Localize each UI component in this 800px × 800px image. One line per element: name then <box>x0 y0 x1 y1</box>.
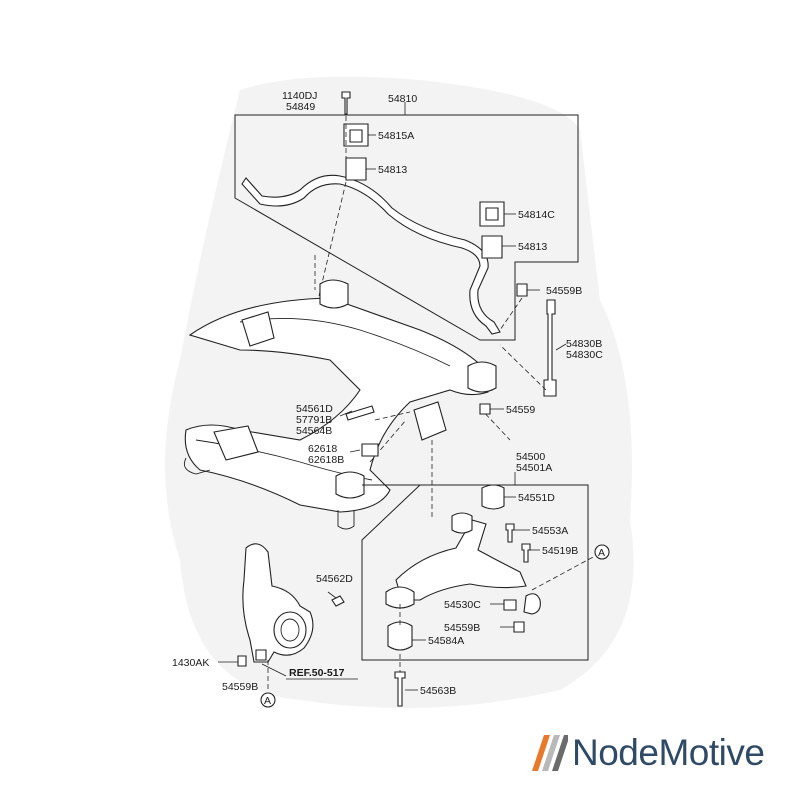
callout-54559b-arm: 54559B <box>444 622 480 634</box>
bolt-54562d <box>331 595 345 607</box>
nut-54559b-knuckle <box>255 649 267 661</box>
callout-54810: 54810 <box>388 93 417 105</box>
nut-54559b-link <box>516 283 528 297</box>
knuckle-hub-bore <box>273 611 307 649</box>
brand-logo: NodeMotive <box>528 728 765 778</box>
callout-54559: 54559 <box>506 404 535 416</box>
bracket-left <box>241 311 275 347</box>
lower-arm-group-frame <box>361 484 589 661</box>
callout-54530c: 54530C <box>444 599 481 611</box>
callout-54584a: 54584A <box>428 635 464 647</box>
subframe-rail-upper <box>239 317 451 367</box>
leader-54561d <box>339 410 353 417</box>
callout-54813-right: 54813 <box>518 241 547 253</box>
stabilizer-link <box>543 299 557 397</box>
assembly-line-ball-joint <box>531 555 596 591</box>
bushing-54584a <box>387 621 413 651</box>
assembly-line-link-top <box>499 297 523 331</box>
arm-bushing-54551d <box>481 484 505 510</box>
callout-54813-top: 54813 <box>378 164 407 176</box>
pipe-left <box>183 457 211 475</box>
leader-62618 <box>349 449 361 453</box>
assembly-line-bushing <box>317 181 347 301</box>
bushing-54813-right <box>481 235 503 259</box>
callout-54561d: 54561D <box>296 403 333 415</box>
nut-54530c <box>503 599 517 611</box>
subframe-mount-rear <box>335 471 365 499</box>
assembly-line-link-bottom <box>499 344 547 391</box>
brand-stripes-icon <box>532 735 568 771</box>
bolt-54519b <box>521 543 531 563</box>
callout-54501a: 54501A <box>516 462 552 474</box>
callout-1430ak: 1430AK <box>172 657 209 669</box>
callout-ref: REF.50-517 <box>289 667 345 679</box>
bushing-54813-top <box>345 157 367 181</box>
bushing-54815a <box>343 123 369 147</box>
leader-54562d <box>327 591 337 599</box>
arm-bracket <box>413 401 447 441</box>
callout-54815a: 54815A <box>378 130 414 142</box>
washer-62618 <box>361 443 379 457</box>
callout-54559b-knuckle: 54559B <box>222 681 258 693</box>
stabilizer-bar <box>241 174 501 335</box>
leader-ref <box>261 663 287 677</box>
nut-54559 <box>479 403 491 415</box>
subframe-crossmember <box>184 297 491 513</box>
callout-62618b: 62618B <box>308 454 344 466</box>
front-bushing <box>451 512 473 534</box>
nut-54559b-arm <box>513 621 525 633</box>
stabilizer-bar-group-frame <box>234 114 579 341</box>
callout-54849: 54849 <box>286 101 315 113</box>
callout-54551d: 54551D <box>518 492 555 504</box>
ball-joint <box>523 593 541 615</box>
leader-54830 <box>555 343 567 351</box>
callout-62618: 62618 <box>308 443 337 455</box>
rear-bushing-housing <box>385 586 415 609</box>
callout-54500: 54500 <box>516 451 545 463</box>
hook-rear <box>337 510 355 530</box>
bolt-54561d <box>345 405 375 421</box>
callout-54830b: 54830B <box>566 338 602 350</box>
callout-54519b: 54519B <box>542 545 578 557</box>
callout-57791b: 57791B <box>296 414 332 426</box>
bracket-lower <box>213 425 259 461</box>
bushing-54814c <box>479 201 505 227</box>
callout-54559b-link: 54559B <box>546 285 582 297</box>
lower-control-arm <box>395 519 527 601</box>
assembly-line-nut <box>479 407 511 441</box>
brand-name: NodeMotive <box>572 732 765 773</box>
callout-54564b: 54564B <box>296 425 332 437</box>
knuckle-hub-inner <box>280 618 300 642</box>
bolt-1430ak <box>237 655 247 667</box>
marker-a-knuckle <box>260 692 276 708</box>
marker-a-arm <box>594 544 610 560</box>
bolt-1140dj <box>341 91 351 115</box>
callout-1140dj: 1140DJ <box>282 90 317 102</box>
callout-54562d: 54562D <box>316 573 353 585</box>
marker-a-knuckle-label: A <box>264 695 271 707</box>
callout-54563b: 54563B <box>420 685 456 697</box>
callout-54814c: 54814C <box>518 209 555 221</box>
subframe-mount-right <box>467 361 497 393</box>
subframe-mount-left <box>319 279 349 309</box>
assembly-line-bolt <box>374 411 411 421</box>
callout-54553a: 54553A <box>532 525 568 537</box>
callout-54830c: 54830C <box>566 349 603 361</box>
bolt-54563b <box>394 671 406 707</box>
marker-a-arm-label: A <box>598 547 605 559</box>
bolt-54553a <box>505 523 515 543</box>
